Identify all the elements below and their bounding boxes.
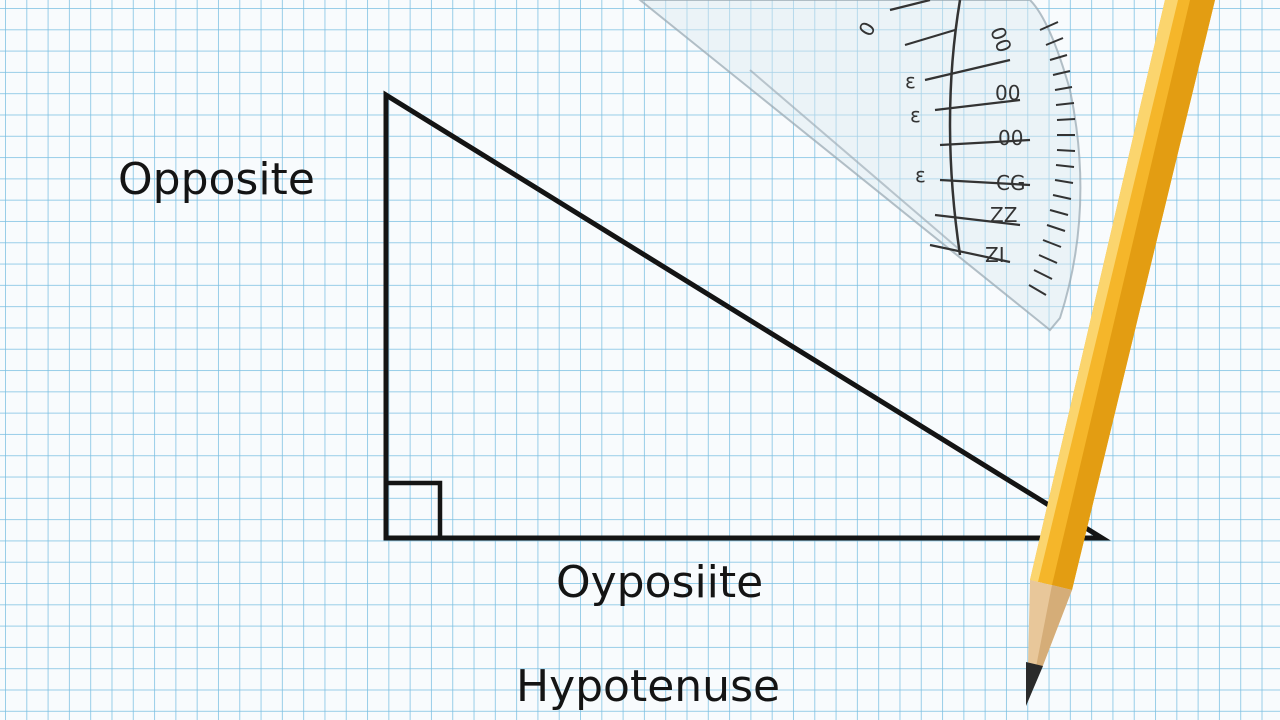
svg-text:ZZ: ZZ (990, 203, 1017, 227)
label-opposite: Opposite (118, 154, 315, 205)
right-angle-marker (386, 480, 443, 538)
svg-text:ε: ε (910, 103, 921, 127)
svg-text:00: 00 (995, 81, 1020, 105)
svg-text:CG: CG (996, 171, 1025, 195)
label-bottom-side: Oyposiite (556, 557, 764, 608)
svg-text:ZI: ZI (985, 243, 1005, 267)
svg-text:ε: ε (905, 69, 916, 93)
svg-text:00: 00 (998, 126, 1023, 150)
label-hypotenuse: Hypotenuse (516, 661, 781, 712)
right-triangle (383, 90, 1111, 541)
pencil (1026, 0, 1215, 706)
svg-text:ε: ε (915, 163, 926, 187)
protractor: 0 ε ε ε 00 00 00 CG ZZ ZI (638, 0, 1082, 332)
